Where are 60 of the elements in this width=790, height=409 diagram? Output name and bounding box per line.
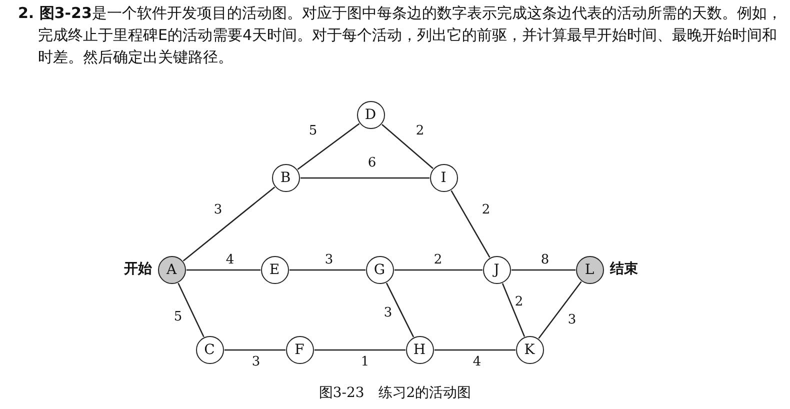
milestone-circle: [356, 100, 384, 128]
edge-line: [502, 283, 526, 337]
edge-label: 4: [226, 252, 234, 268]
edge-line: [434, 349, 516, 351]
edge-label: 6: [368, 156, 376, 170]
milestone-circle: [482, 256, 510, 284]
milestone-circle: [430, 164, 458, 192]
milestone-circle: [260, 256, 288, 284]
milestone-circle: [366, 256, 394, 284]
edge-line: [538, 281, 582, 339]
node-label: J: [494, 262, 500, 278]
edge-line: [450, 190, 490, 258]
edge-line: [512, 269, 576, 271]
figure-caption: 图3-23 练习2的活动图: [318, 385, 472, 401]
node-label: I: [440, 170, 446, 186]
edge-line: [178, 282, 204, 338]
edge-line: [314, 349, 406, 351]
milestone-circle: [516, 336, 544, 364]
edge-label: 3: [252, 354, 260, 370]
node-label: L: [584, 262, 594, 278]
edge-line: [300, 177, 430, 179]
node-label: D: [364, 106, 376, 122]
edge-line: [382, 124, 434, 170]
edge-label: 4: [472, 354, 482, 370]
node-label: G: [374, 262, 386, 278]
node-caption: 开始: [124, 260, 152, 278]
edge-label: 3: [384, 306, 392, 320]
milestone-circle: [272, 164, 300, 192]
edge-label: 3: [214, 202, 222, 218]
node-label: E: [269, 262, 280, 278]
edge-label: 1: [360, 354, 370, 370]
edge-line: [182, 186, 276, 262]
milestone-circle: [406, 336, 434, 364]
milestone-circle: [576, 256, 604, 284]
edge-label: 3: [568, 312, 576, 328]
edge-line: [224, 349, 286, 351]
milestone-circle: [158, 256, 186, 284]
edge-line: [394, 269, 482, 271]
node-label: H: [413, 342, 426, 358]
edge-line: [186, 269, 260, 271]
edge-line: [386, 282, 414, 338]
edge-label: 2: [482, 202, 490, 218]
node-label: C: [204, 342, 215, 358]
edge-label: 2: [514, 294, 524, 310]
edge-line: [290, 269, 366, 271]
node-label: F: [294, 342, 304, 358]
question-text: 2. 图3-23是一个软件开发项目的活动图。对应于图中每条边的数字表示完成这条边代表的活动所需的天数。例如，完成终止于里程碑E的活动需要4天时间。对于每个活动，列出它的前驱，并计算最早开始时间、最晚开始时间和时差。然后确定出关键路径。: [18, 3, 783, 68]
edge-label: 3: [324, 252, 334, 268]
node-label: B: [280, 170, 291, 186]
edge-label: 5: [174, 310, 182, 324]
edge-label: 5: [308, 124, 318, 138]
edge-label: 2: [434, 252, 442, 268]
edge-label: 8: [540, 252, 550, 268]
milestone-circle: [286, 336, 314, 364]
milestone-circle: [196, 336, 224, 364]
node-label: K: [524, 342, 535, 358]
edge-label: 2: [416, 124, 424, 138]
edge-line: [297, 123, 360, 170]
node-caption: 结束: [610, 260, 638, 278]
node-label: A: [166, 262, 177, 278]
